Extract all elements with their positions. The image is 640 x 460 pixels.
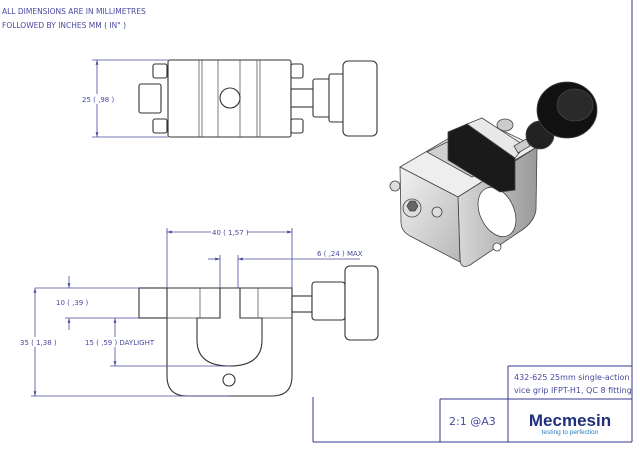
units-note-line1: ALL DIMENSIONS ARE IN MILLIMETRES [2,7,146,16]
dim-width-top: 25 ( ,98 ) [82,96,114,104]
part-description-line1: 432-625 25mm single-action [514,373,629,382]
company-logo: Mecmesin [529,411,611,430]
dim-jaw-height: 10 ( ,39 ) [56,299,88,307]
top-view: 25 ( ,98 ) [80,59,378,138]
drawing-scale: 2:1 @A3 [449,415,496,428]
units-note-line2: FOLLOWED BY INCHES MM ( IN" ) [2,21,126,30]
dim-overall-width: 40 ( 1,57 ) [212,229,249,237]
part-description-line2: vice grip IFPT-H1, QC 8 fitting [514,386,632,395]
company-tagline: testing to perfection [542,429,599,436]
dim-max-opening: 6 ( ,24 ) MAX [317,250,363,258]
front-view: 40 ( 1,57 ) 6 ( ,24 ) MAX 10 ( ,39 ) 35 … [18,227,379,397]
title-block: 432-625 25mm single-action vice grip IFP… [312,0,633,443]
dim-overall-height: 35 ( 1,38 ) [20,339,57,347]
dim-daylight: 15 ( ,59 ) DAYLIGHT [85,339,155,347]
isometric-view [389,81,598,267]
